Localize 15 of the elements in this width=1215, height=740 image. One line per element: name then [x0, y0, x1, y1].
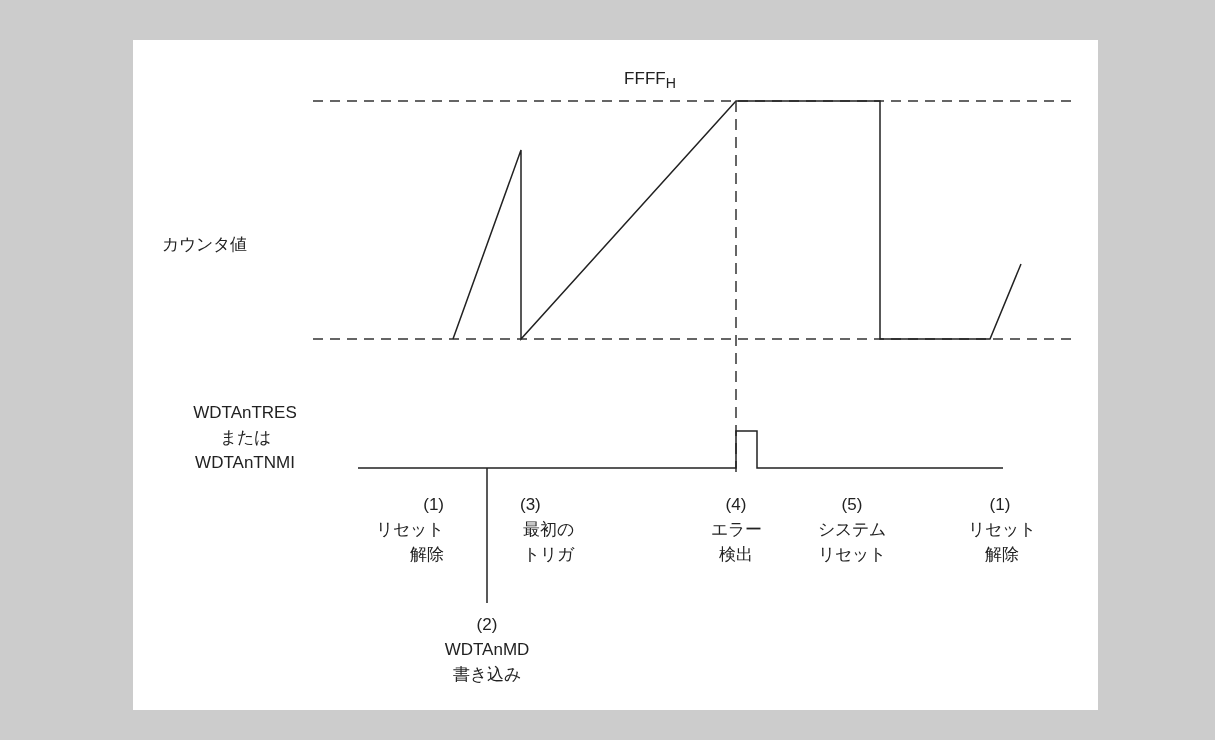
step-number: (2): [475, 614, 499, 636]
step-number: (3): [520, 494, 542, 516]
step-label: 最初のトリガ: [523, 519, 576, 566]
signal-label: WDTAnTRES または WDTAnTNMI: [192, 402, 298, 474]
step-label: リセット解除: [967, 519, 1037, 566]
step-number: (1): [988, 494, 1012, 516]
level-label: FFFF$_{H}$: [623, 68, 677, 94]
step-label: エラー検出: [709, 519, 763, 566]
step-number: (1): [422, 494, 444, 516]
step-number: (4): [724, 494, 748, 516]
axis-label: カウンタ値: [162, 234, 248, 256]
step-label: リセット解除: [375, 519, 444, 566]
step-number: (5): [840, 494, 864, 516]
step-label: システムリセット: [817, 519, 887, 566]
step-label: WDTAnMD 書き込み: [443, 639, 531, 686]
